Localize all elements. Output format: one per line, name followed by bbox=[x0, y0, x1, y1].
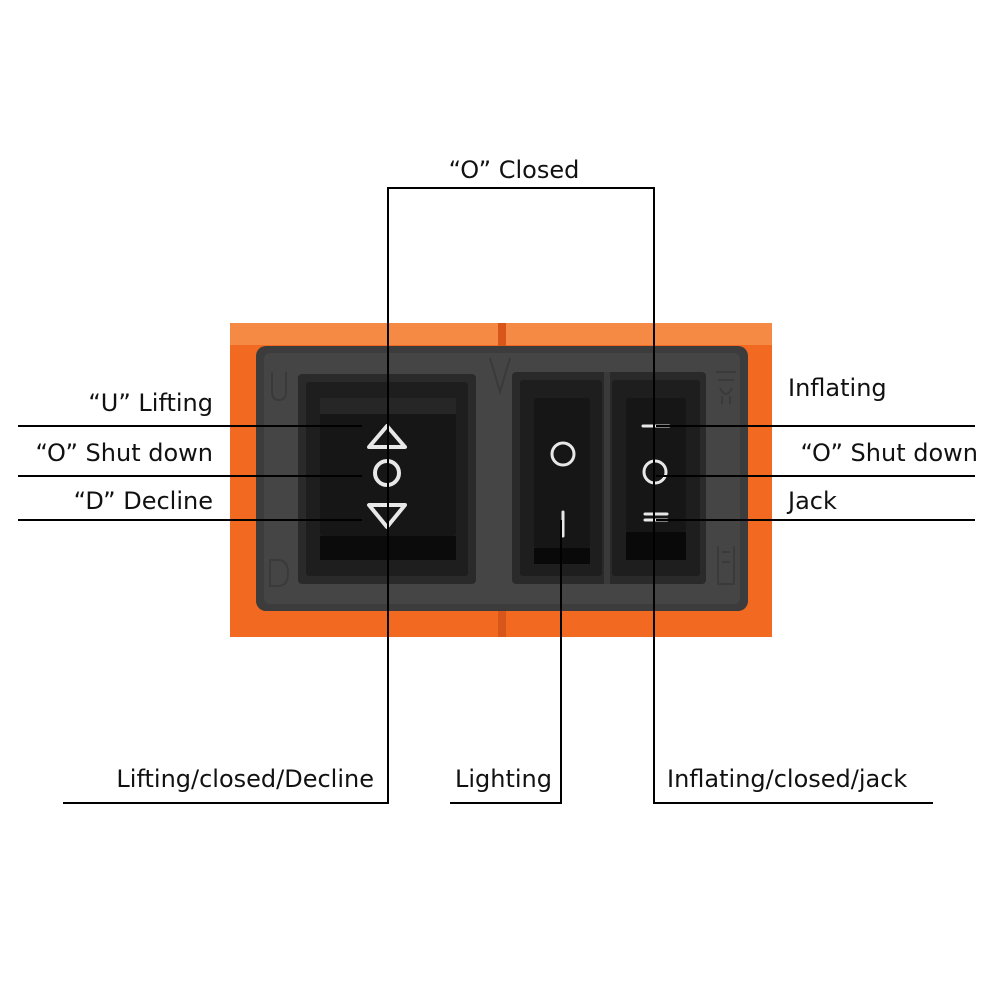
label-right-inflating: Inflating bbox=[788, 374, 887, 402]
label-left-lifting: “U” Lifting bbox=[88, 389, 213, 417]
embossed-d-icon bbox=[269, 559, 290, 587]
pump-switch-shadow bbox=[626, 532, 686, 560]
switch-panel bbox=[230, 323, 772, 637]
leader-lines bbox=[18, 187, 975, 804]
label-top-closed: “O” Closed bbox=[449, 156, 580, 184]
label-left-shutdown: “O” Shut down bbox=[35, 439, 213, 467]
embossed-v-icon bbox=[489, 357, 511, 396]
embossed-pump-icon bbox=[716, 371, 736, 404]
pump-switch[interactable] bbox=[626, 398, 686, 532]
embossed-jack-icon bbox=[717, 546, 735, 585]
housing-seam bbox=[498, 323, 506, 351]
label-right-jack: Jack bbox=[786, 487, 837, 515]
right-bay-divider bbox=[604, 372, 610, 584]
callout-labels: “O” Closed “U” Lifting “O” Shut down “D”… bbox=[35, 156, 978, 793]
label-left-decline: “D” Decline bbox=[74, 487, 213, 515]
housing-seam-bottom bbox=[498, 610, 506, 637]
label-bottom-mid: Lighting bbox=[455, 765, 552, 793]
top-bracket-line bbox=[387, 187, 655, 472]
circle-icon bbox=[550, 441, 576, 467]
label-bottom-right: Inflating/closed/jack bbox=[667, 765, 907, 793]
label-bottom-left: Lifting/closed/Decline bbox=[116, 765, 374, 793]
embossed-u-icon bbox=[271, 372, 287, 402]
bottom-mid-line bbox=[450, 520, 562, 804]
label-right-shutdown: “O” Shut down bbox=[800, 439, 978, 467]
light-switch[interactable] bbox=[534, 398, 590, 548]
bottom-left-line bbox=[63, 472, 389, 804]
bottom-right-line bbox=[653, 472, 933, 804]
